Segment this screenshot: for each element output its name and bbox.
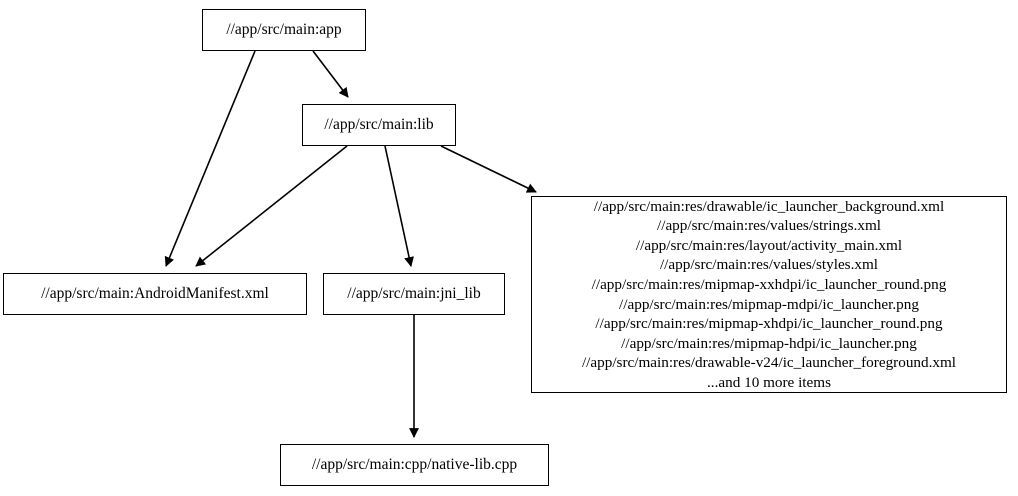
node-lib-label: //app/src/main:lib <box>324 116 434 134</box>
node-lib[interactable]: //app/src/main:lib <box>302 104 456 146</box>
node-app-label: //app/src/main:app <box>226 21 342 39</box>
node-res-files-lines: //app/src/main:res/drawable/ic_launcher_… <box>582 197 956 393</box>
node-res-files-line: ...and 10 more items <box>706 373 831 391</box>
node-res-files-line: //app/src/main:res/drawable-v24/ic_launc… <box>581 354 957 372</box>
node-res-files[interactable]: //app/src/main:res/drawable/ic_launcher_… <box>531 196 1007 393</box>
node-res-files-line: //app/src/main:res/mipmap-mdpi/ic_launch… <box>619 295 919 313</box>
node-jni-lib[interactable]: //app/src/main:jni_lib <box>323 273 505 315</box>
edge-app-to-lib <box>312 50 349 98</box>
node-native-lib-cpp-label: //app/src/main:cpp/native-lib.cpp <box>311 456 518 474</box>
edge-lib-to-jni-lib <box>384 145 414 267</box>
node-res-files-line: //app/src/main:res/mipmap-xxhdpi/ic_laun… <box>591 275 947 293</box>
node-android-manifest[interactable]: //app/src/main:AndroidManifest.xml <box>3 273 307 315</box>
node-res-files-line: //app/src/main:res/values/styles.xml <box>659 256 879 274</box>
edge-lib-to-res <box>440 145 537 193</box>
node-res-files-line: //app/src/main:res/layout/activity_main.… <box>635 236 903 254</box>
node-android-manifest-label: //app/src/main:AndroidManifest.xml <box>41 285 269 303</box>
node-res-files-line: //app/src/main:res/drawable/ic_launcher_… <box>593 197 945 215</box>
node-app[interactable]: //app/src/main:app <box>202 9 366 51</box>
edge-lib-to-manifest <box>195 145 348 267</box>
node-native-lib-cpp[interactable]: //app/src/main:cpp/native-lib.cpp <box>280 444 549 486</box>
node-res-files-line: //app/src/main:res/values/strings.xml <box>657 217 881 235</box>
edge-app-to-manifest <box>164 50 256 267</box>
node-res-files-line: //app/src/main:res/mipmap-hdpi/ic_launch… <box>621 334 917 352</box>
node-jni-lib-label: //app/src/main:jni_lib <box>347 285 481 303</box>
node-res-files-line: //app/src/main:res/mipmap-xhdpi/ic_launc… <box>595 315 943 333</box>
